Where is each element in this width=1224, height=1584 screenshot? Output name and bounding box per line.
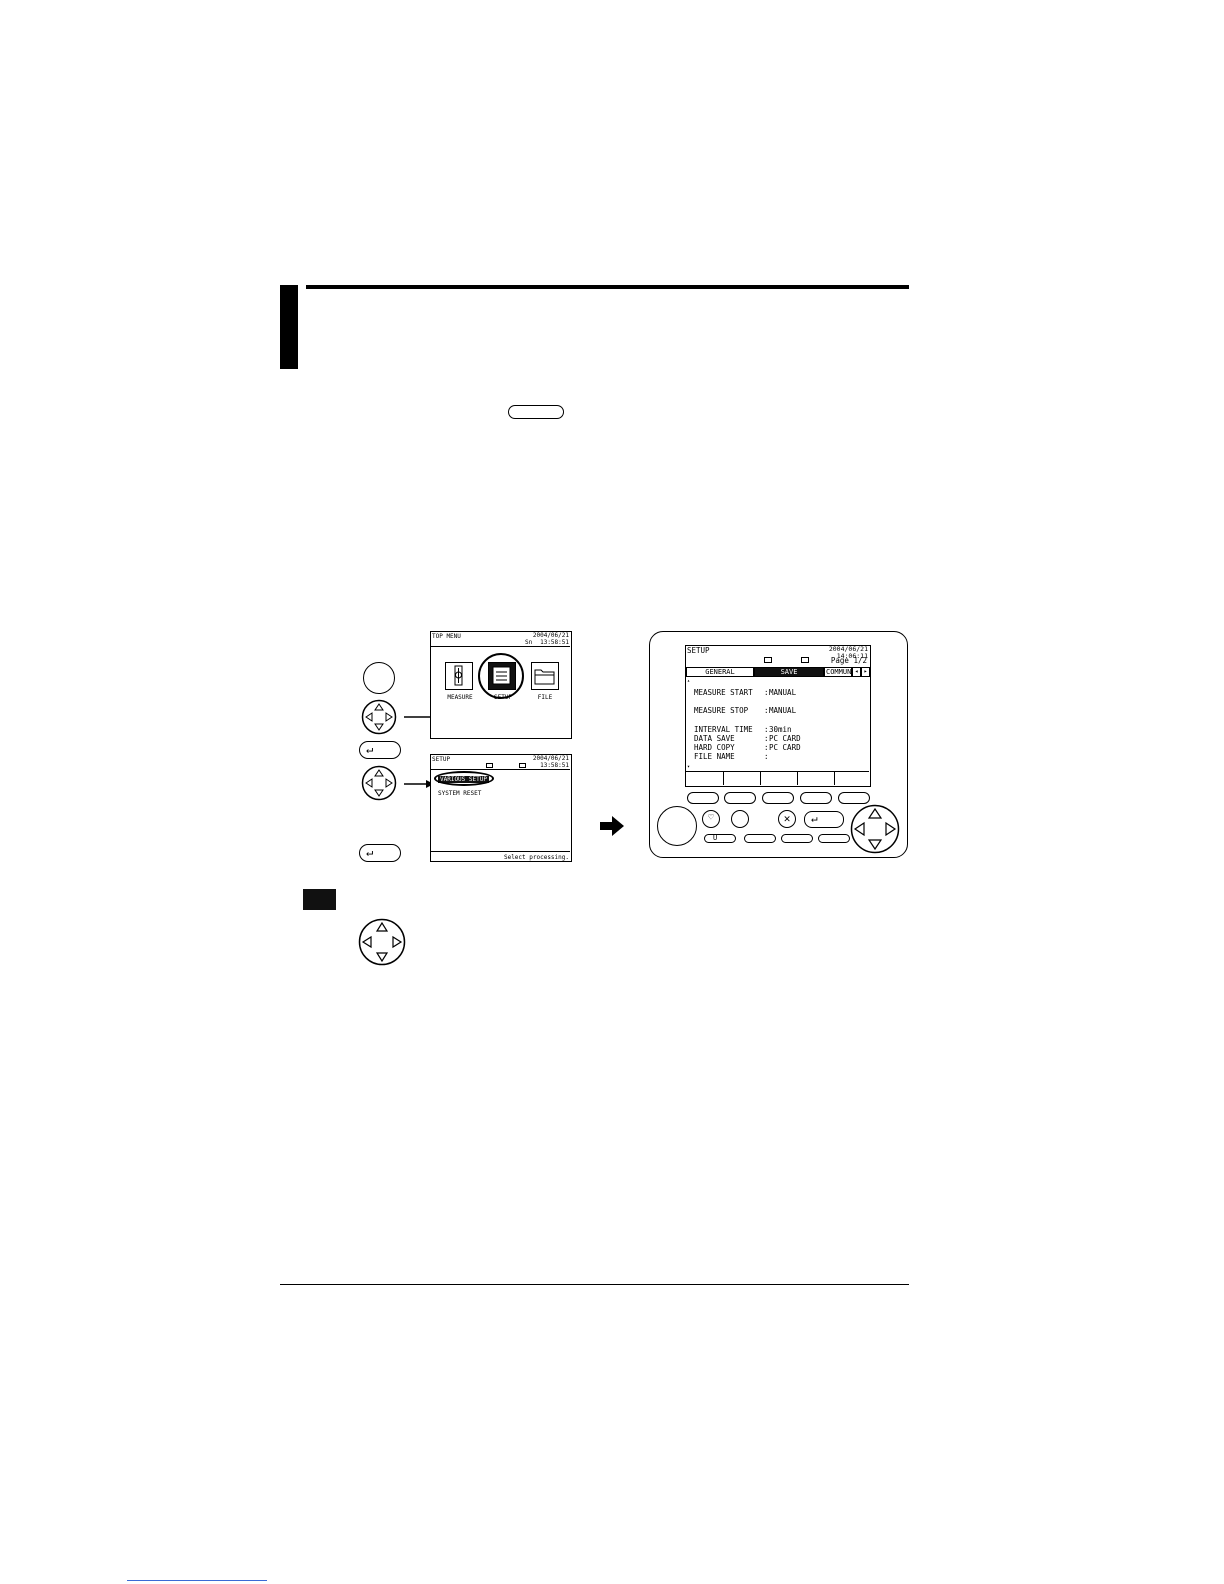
- setup-highlight-circle: [478, 653, 524, 699]
- setting-name: MEASURE START: [694, 688, 753, 697]
- power-key[interactable]: U: [704, 834, 736, 843]
- tab-general[interactable]: GENERAL: [686, 667, 754, 677]
- status-indicator: Sn: [525, 639, 533, 646]
- setting-name: INTERVAL TIME: [694, 725, 753, 734]
- icon-label-setup: SETUP: [493, 694, 513, 701]
- escape-key-icon[interactable]: ✕: [778, 810, 796, 828]
- start-stop-key[interactable]: [657, 806, 697, 846]
- setting-separator: :: [764, 734, 769, 743]
- battery-icon: [801, 657, 809, 663]
- setting-value[interactable]: PC CARD: [769, 734, 801, 743]
- cursor-pad-icon[interactable]: [358, 918, 406, 966]
- device-key[interactable]: [818, 834, 850, 843]
- setting-name: MEASURE STOP: [694, 706, 749, 715]
- tab-scroll-left-icon[interactable]: ◂: [852, 667, 861, 677]
- device-datetime: 2004/06/21 14:06:11: [828, 645, 868, 660]
- power-key-label: U: [713, 834, 718, 842]
- enter-arrow-icon: ↵: [366, 742, 374, 756]
- light-key-icon[interactable]: ♡: [702, 810, 720, 828]
- icon-label-measure: MEASURE: [447, 694, 473, 701]
- setting-name: HARD COPY: [694, 743, 735, 752]
- step-badge: [303, 889, 336, 910]
- card-icon: [486, 763, 493, 768]
- softkey-separator: [834, 771, 835, 785]
- setting-name: FILE NAME: [694, 752, 735, 761]
- tab-save[interactable]: SAVE: [754, 667, 824, 677]
- icon-label-file: FILE: [537, 694, 553, 701]
- softkey-divider: [686, 771, 869, 772]
- setting-value[interactable]: MANUAL: [769, 688, 797, 697]
- menu-button[interactable]: [363, 662, 395, 694]
- setting-separator: :: [764, 743, 769, 752]
- page-bottom-rule: [280, 1284, 909, 1285]
- screen-datetime: 2004/06/21 13:58:51: [532, 632, 569, 646]
- device-cursor-pad-icon[interactable]: [850, 804, 900, 854]
- setting-name: DATA SAVE: [694, 734, 735, 743]
- setting-separator: :: [764, 688, 769, 697]
- setup-menu-screen: SETUP 2004/06/21 13:58:51 VARIOUS SETUP …: [430, 754, 572, 862]
- status-divider: [431, 851, 570, 852]
- softkey-separator: [723, 771, 724, 785]
- menu-key[interactable]: [731, 810, 749, 828]
- screen-title: TOP MENU: [432, 633, 461, 640]
- function-key-5[interactable]: [838, 792, 870, 804]
- function-key-4[interactable]: [800, 792, 832, 804]
- menu-item-system-reset[interactable]: SYSTEM RESET: [438, 790, 482, 797]
- enter-arrow-icon: ↵: [366, 845, 374, 859]
- enter-button[interactable]: ↵: [359, 741, 401, 759]
- menu-key-symbol: [508, 405, 564, 419]
- cursor-pad-icon[interactable]: [361, 699, 397, 735]
- softkey-separator: [760, 771, 761, 785]
- title-divider: [431, 646, 570, 647]
- softkey-separator: [797, 771, 798, 785]
- measure-icon[interactable]: [445, 662, 473, 690]
- cursor-pad-icon[interactable]: [361, 765, 397, 801]
- setting-separator: :: [764, 752, 769, 761]
- function-key-1[interactable]: [687, 792, 719, 804]
- card-icon: [764, 657, 772, 663]
- setting-value[interactable]: MANUAL: [769, 706, 797, 715]
- selection-highlight-ellipse: [434, 771, 494, 786]
- device-enter-key[interactable]: ↵: [804, 811, 844, 828]
- scroll-down-icon: ▾: [687, 764, 691, 770]
- scroll-up-icon: ▴: [687, 678, 691, 684]
- screen-title: SETUP: [432, 756, 451, 763]
- section-top-rule: [306, 285, 909, 289]
- device-key[interactable]: [781, 834, 813, 843]
- right-arrow-icon: [600, 816, 624, 836]
- title-divider: [431, 769, 570, 770]
- page-indicator: Page 1/2: [830, 656, 867, 665]
- file-icon[interactable]: [531, 662, 559, 690]
- enter-button[interactable]: ↵: [359, 844, 401, 862]
- setting-value[interactable]: 30min: [769, 725, 792, 734]
- battery-icon: [519, 763, 526, 768]
- enter-arrow-icon: ↵: [811, 812, 818, 825]
- function-key-2[interactable]: [724, 792, 756, 804]
- section-marker-bar: [280, 285, 298, 369]
- status-message: Select processing.: [503, 854, 569, 861]
- device-screen-title: SETUP: [687, 646, 710, 655]
- device-key[interactable]: [744, 834, 776, 843]
- device-display: SETUP 2004/06/21 14:06:11 Page 1/2 GENER…: [685, 645, 871, 787]
- top-menu-screen: TOP MENU 2004/06/21 13:58:51 Sn MEASURE …: [430, 631, 572, 739]
- screen-datetime: 2004/06/21 13:58:51: [532, 755, 569, 769]
- setting-separator: :: [764, 706, 769, 715]
- footer-link-underline: [127, 1580, 267, 1581]
- tab-scroll-right-icon[interactable]: ▸: [861, 667, 870, 677]
- function-key-3[interactable]: [762, 792, 794, 804]
- setting-separator: :: [764, 725, 769, 734]
- setting-value[interactable]: PC CARD: [769, 743, 801, 752]
- tab-commun[interactable]: COMMUN: [824, 667, 852, 677]
